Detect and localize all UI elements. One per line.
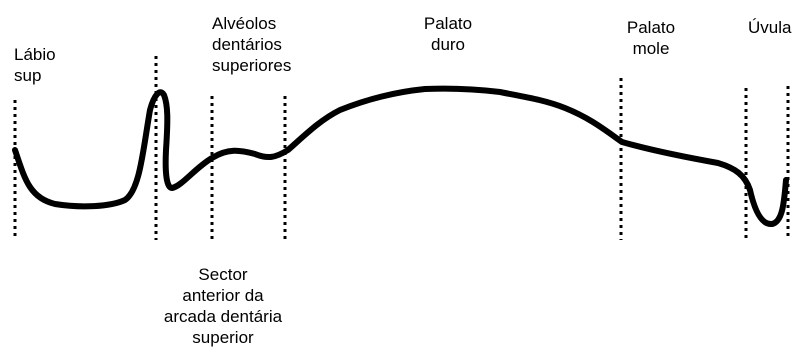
label-labio-line-2: sup <box>14 66 42 85</box>
label-sector-line-3: arcada dentária <box>163 307 283 326</box>
label-palato-duro-line-1: Palato <box>423 14 473 33</box>
region-dividers <box>13 56 790 240</box>
label-palato-duro: Palato duro <box>418 13 478 55</box>
label-sector-line-1: Sector <box>198 265 248 284</box>
label-sector-anterior: Sector anterior da arcada dentária super… <box>138 264 308 348</box>
palate-profile-curve <box>12 85 789 227</box>
label-alveolos-line-2: dentários <box>212 35 282 54</box>
label-sector-line-2: anterior da <box>182 286 264 305</box>
label-labio-superior: Lábio sup <box>14 44 56 86</box>
label-palato-mole-line-2: mole <box>632 39 670 58</box>
label-labio-line-1: Lábio <box>14 45 56 64</box>
label-alveolos-dentarios: Alvéolos dentários superiores <box>212 13 291 76</box>
label-sector-line-4: superior <box>192 328 254 347</box>
label-uvula-line-1: Úvula <box>748 18 792 37</box>
label-palato-duro-line-2: duro <box>430 35 466 54</box>
label-palato-mole-line-1: Palato <box>626 18 676 37</box>
label-uvula: Úvula <box>748 17 791 38</box>
label-alveolos-line-3: superiores <box>212 56 292 75</box>
label-alveolos-line-1: Alvéolos <box>212 14 277 33</box>
label-palato-mole: Palato mole <box>616 17 686 59</box>
